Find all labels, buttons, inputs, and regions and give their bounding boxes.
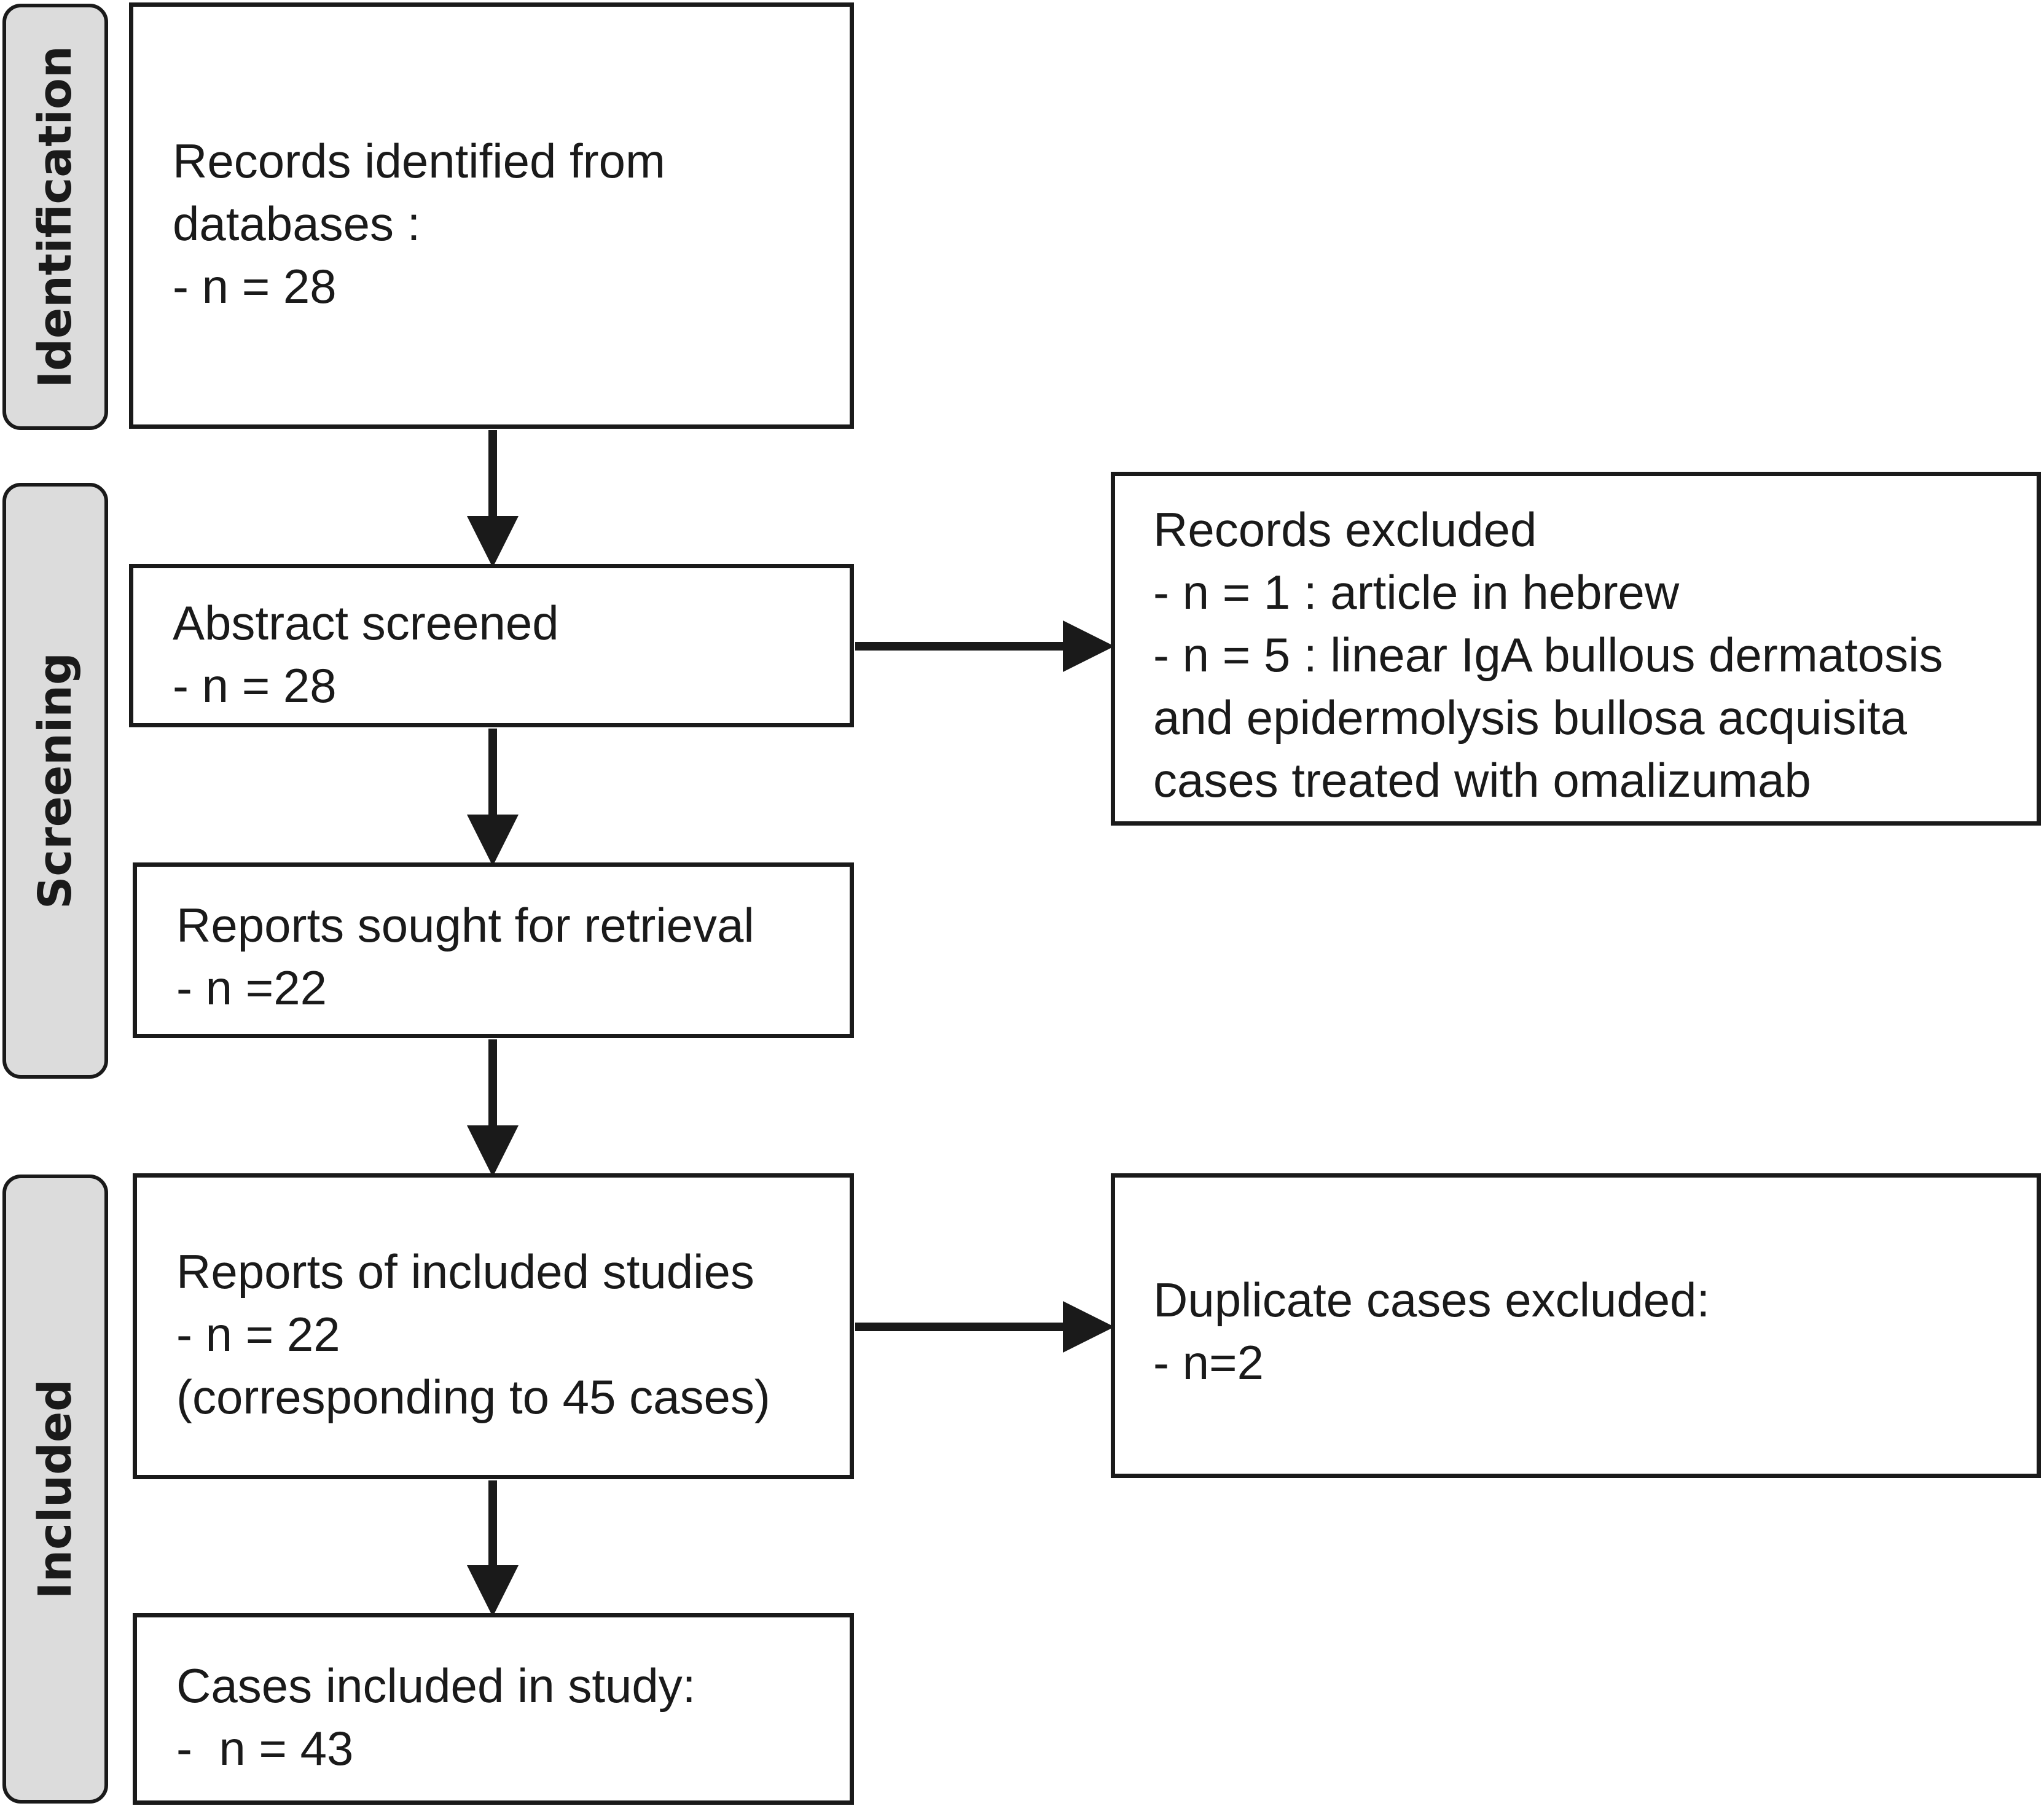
abstract-screened-box: Abstract screened - n = 28 [129, 564, 854, 727]
reports-sought-box: Reports sought for retrieval - n =22 [133, 862, 854, 1038]
reports-included-line-2: - n = 22 [176, 1307, 340, 1361]
phase-included: Included [2, 1175, 108, 1804]
duplicates-excluded-line-1: Duplicate cases excluded: [1153, 1273, 1710, 1327]
records-excluded-line-4: and epidermolysis bullosa acquisita [1153, 690, 1908, 745]
records-excluded-line-2: - n = 1 : article in hebrew [1153, 565, 1680, 619]
reports-included-box: Reports of included studies - n = 22 (co… [133, 1173, 854, 1479]
reports-included-line-1: Reports of included studies [176, 1245, 754, 1299]
records-excluded-line-5: cases treated with omalizumab [1153, 753, 1811, 807]
duplicates-excluded-box: Duplicate cases excluded: - n=2 [1111, 1173, 2041, 1478]
cases-included-line-2: - n = 43 [176, 1721, 354, 1775]
reports-sought-line-1: Reports sought for retrieval [176, 898, 754, 952]
phase-identification: Identification [2, 4, 108, 430]
cases-included-box: Cases included in study: - n = 43 [133, 1613, 854, 1805]
abstract-screened-line-2: - n = 28 [173, 659, 337, 713]
records-excluded-box: Records excluded - n = 1 : article in he… [1111, 472, 2041, 826]
reports-sought-line-2: - n =22 [176, 961, 327, 1015]
records-identified-line-1: Records identified from [173, 134, 666, 188]
records-excluded-line-3: - n = 5 : linear IgA bullous dermatosis [1153, 628, 1943, 682]
records-excluded-line-1: Records excluded [1153, 502, 1537, 557]
records-identified-line-2: databases : [173, 197, 421, 251]
records-identified-box: Records identified from databases : - n … [129, 2, 854, 429]
records-identified-line-3: - n = 28 [173, 259, 337, 313]
duplicates-excluded-line-2: - n=2 [1153, 1335, 1264, 1390]
abstract-screened-line-1: Abstract screened [173, 596, 559, 650]
cases-included-line-1: Cases included in study: [176, 1659, 696, 1713]
phase-screening: Screening [2, 483, 108, 1079]
reports-included-line-3: (corresponding to 45 cases) [176, 1370, 770, 1424]
